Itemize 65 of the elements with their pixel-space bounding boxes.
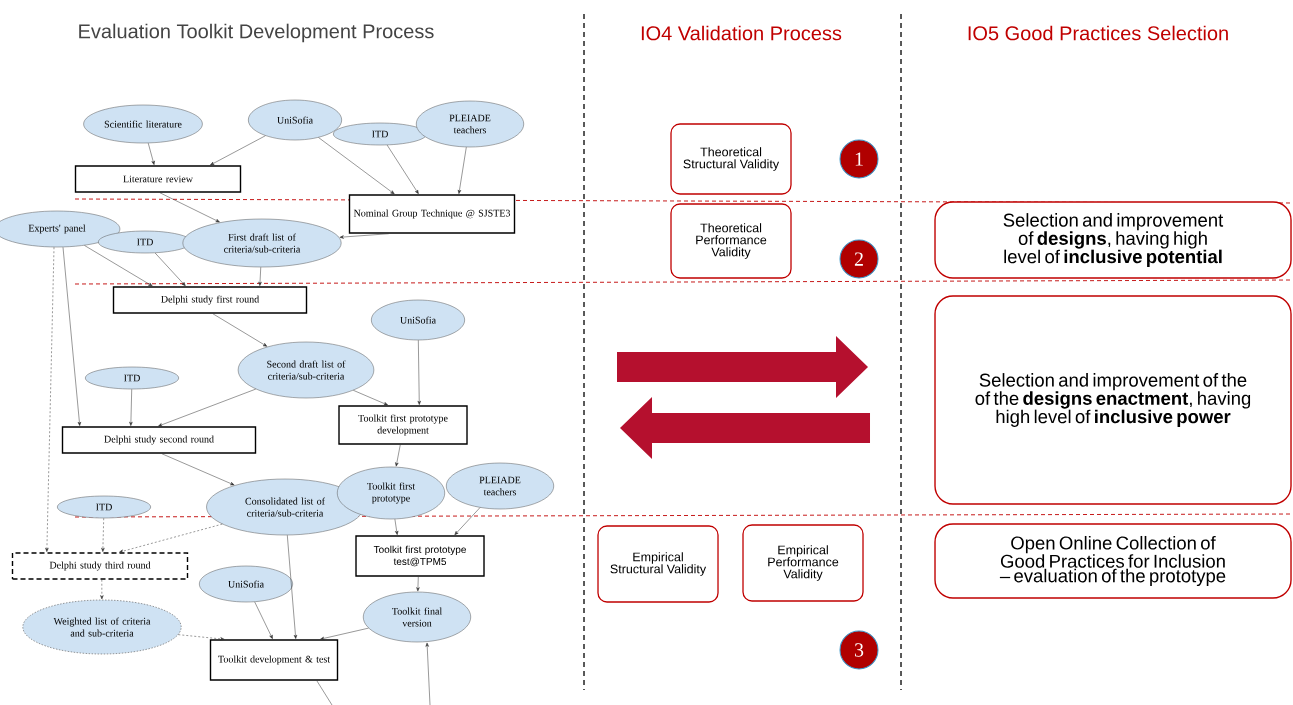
arrow <box>101 518 105 552</box>
arrow <box>62 247 82 426</box>
validity-box: Theoretical Structural Validity <box>670 123 792 195</box>
practice-box: Selection and improvement of designs, having high level of inclusive potential <box>934 201 1292 279</box>
arrow <box>320 627 369 640</box>
ellipse-node: Weighted list of criteria and sub-criteria <box>22 599 182 655</box>
arrow <box>395 444 401 467</box>
arrow <box>178 634 225 641</box>
process-box: Literature review <box>74 165 242 193</box>
ellipse-node: ITD <box>85 366 179 390</box>
ellipse-node: Toolkit final version <box>363 591 471 643</box>
step-number: 2 <box>839 239 879 279</box>
ellipse-node: UniSofia <box>199 565 293 603</box>
process-box: Toolkit first prototype test@TPM5 <box>355 535 485 577</box>
practice-box: Open Online Collection of Good Practices for Inclusion – evaluation of the prototype <box>934 523 1292 599</box>
ellipse-node: ITD <box>98 230 192 254</box>
ellipse-node: First draft list of criteria/sub-criteria <box>182 218 342 268</box>
ellipse-node: UniSofia <box>248 99 342 141</box>
ellipse-node: PLEIADE teachers <box>446 462 554 510</box>
arrow <box>254 601 273 639</box>
arrow <box>45 247 55 552</box>
ellipse-node: Consolidated list of criteria/sub-criteria <box>206 478 364 536</box>
arrow <box>119 523 223 553</box>
arrow <box>100 579 104 600</box>
ellipse-node: ITD <box>333 122 427 146</box>
process-box: Delphi study second round <box>61 426 257 454</box>
validity-box: Theoretical Performance Validity <box>670 203 792 279</box>
column-heading: IO4 Validation Process <box>641 25 842 41</box>
arrow <box>154 252 186 287</box>
step-number: 1 <box>839 139 879 179</box>
arrow <box>318 137 395 195</box>
validity-box: Empirical Performance Validity <box>742 524 864 602</box>
arrow <box>158 388 256 427</box>
arrow <box>416 576 420 592</box>
column-heading: Evaluation Toolkit Development Process <box>79 23 434 43</box>
arrow <box>394 518 399 535</box>
process-box: Delphi study third round <box>11 552 189 580</box>
column-heading: IO5 Good Practices Selection <box>968 25 1228 41</box>
ellipse-node: Toolkit first prototype <box>337 466 445 520</box>
ellipse-node: Scientific literature <box>83 104 203 144</box>
arrow <box>417 340 421 405</box>
process-box: Toolkit development & test <box>209 639 339 681</box>
ellipse-node: ITD <box>57 495 151 519</box>
arrow <box>159 192 220 223</box>
process-box: Nominal Group Technique @ SJSTE3 <box>348 194 516 234</box>
step-number: 3 <box>839 630 879 670</box>
practice-box: Selection and improvement of the of the designs enactment, having high level of inclusive power <box>934 295 1292 505</box>
arrow <box>210 135 266 166</box>
arrow <box>454 507 481 536</box>
arrow <box>161 453 235 486</box>
arrow <box>212 313 268 347</box>
arrow <box>457 146 467 194</box>
ellipse-node: Second draft list of criteria/sub-criteria <box>237 341 375 399</box>
arrow <box>386 144 419 194</box>
arrow <box>339 233 390 239</box>
arrow <box>287 535 298 639</box>
process-box: Delphi study first round <box>112 286 308 314</box>
validity-box: Empirical Structural Validity <box>597 525 719 603</box>
arrow <box>148 142 155 165</box>
ellipse-node: UniSofia <box>371 299 465 341</box>
process-box: Toolkit first prototype development <box>338 405 468 445</box>
arrow <box>129 389 133 426</box>
arrow <box>84 245 153 287</box>
arrow <box>425 642 431 705</box>
arrow <box>258 267 262 286</box>
